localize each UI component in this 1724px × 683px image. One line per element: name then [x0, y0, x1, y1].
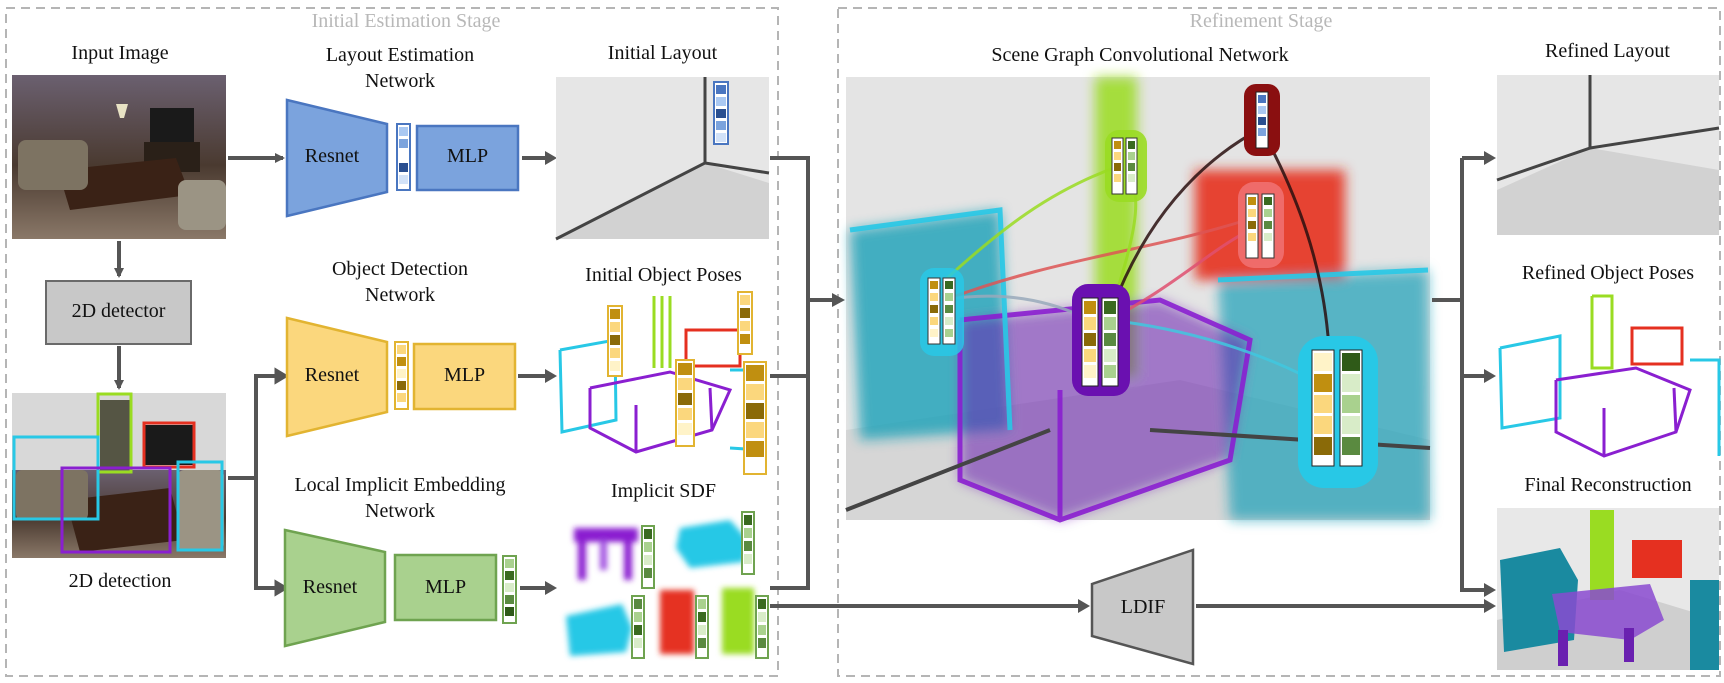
implicit-sdf-shapes	[566, 511, 769, 659]
2d-detector-box	[45, 280, 192, 345]
initial-layout-label: Initial Layout	[607, 42, 718, 64]
node-cyan-small	[920, 268, 964, 356]
pose-code-vectors	[607, 291, 767, 475]
layout-resnet-label: Resnet	[304, 145, 360, 167]
implicit-sdf-label: Implicit SDF	[610, 480, 716, 502]
layout-network-label: Layout Estimation Network	[325, 44, 475, 92]
lien-resnet-label: Resnet	[302, 576, 358, 598]
refined-poses-label: Refined Object Poses	[1521, 262, 1695, 284]
input-image	[12, 75, 226, 239]
output-arrows	[1196, 156, 1488, 608]
layout-code-vector	[713, 81, 729, 145]
object-mlp-label: MLP	[443, 364, 486, 386]
layout-feature-vector	[396, 123, 411, 191]
sgcn-label: Scene Graph Convolutional Network	[991, 44, 1289, 66]
layout-mlp-label: MLP	[446, 145, 489, 167]
sgcn-render	[845, 77, 1431, 523]
merge-arrows	[770, 156, 1084, 608]
object-resnet-label: Resnet	[304, 364, 360, 386]
initial-poses-label: Initial Object Poses	[585, 264, 742, 286]
node-purple	[1072, 284, 1130, 396]
object-network-label: Object Detection Network	[331, 258, 469, 306]
refined-layout-render	[1496, 75, 1720, 235]
ldif-module	[1090, 548, 1195, 666]
input-image-label: Input Image	[71, 42, 169, 64]
final-reconstruction-render	[1497, 508, 1719, 670]
node-lime	[1105, 130, 1147, 202]
object-detection-network	[285, 316, 517, 438]
node-cyan-large	[1298, 336, 1378, 488]
left-arrows	[114, 153, 285, 590]
node-red	[1238, 182, 1284, 268]
lien-feature-vector	[502, 555, 517, 624]
initial-layout-render	[555, 77, 770, 241]
node-darkred	[1244, 84, 1280, 156]
lien-mlp-label: MLP	[424, 576, 467, 598]
detection-image	[12, 392, 226, 558]
refined-layout-label: Refined Layout	[1545, 40, 1670, 62]
ldif-label: LDIF	[1120, 596, 1166, 618]
lien-network-label: Local Implicit Embedding Network	[294, 474, 506, 522]
final-reconstruction-label: Final Reconstruction	[1524, 474, 1692, 496]
initial-poses-render	[558, 296, 764, 454]
object-feature-vector	[394, 341, 409, 410]
2d-detection-label: 2D detection	[68, 570, 172, 592]
lien-network	[283, 528, 517, 648]
2d-detector-label: 2D detector	[71, 300, 166, 322]
refinement-stage-title: Refinement Stage	[1170, 10, 1352, 33]
initial-stage-title: Initial Estimation Stage	[280, 10, 532, 33]
refined-poses-render	[1498, 294, 1721, 458]
layout-network	[285, 98, 520, 218]
refinement-stage-frame	[837, 7, 1721, 677]
